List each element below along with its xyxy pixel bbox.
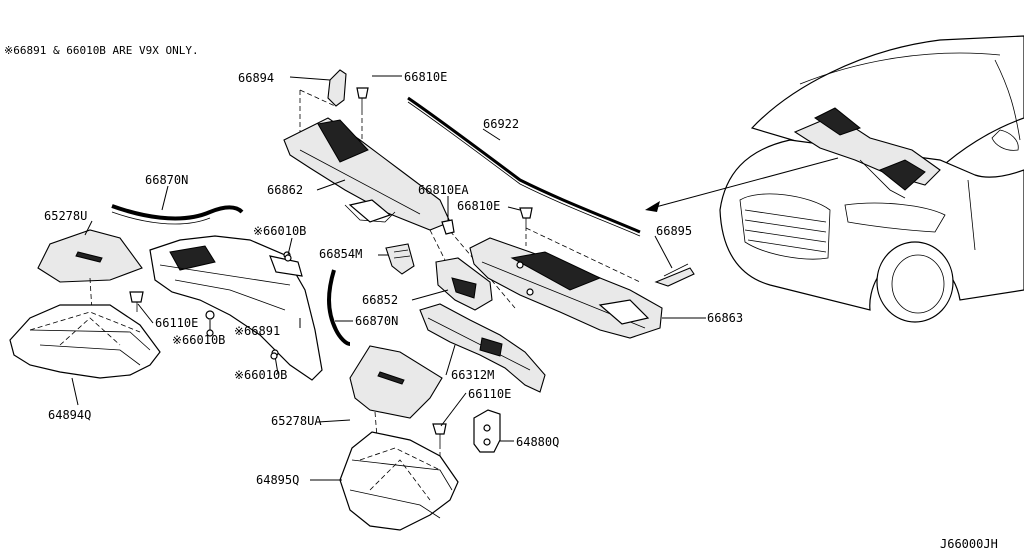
v9x-note: ※66891 & 66010B ARE V9X ONLY.	[4, 44, 199, 57]
part-66870n-lower-shape	[327, 269, 351, 346]
label-64894q: 64894Q	[48, 408, 91, 422]
part-66852-shape	[435, 257, 493, 311]
label-66863: 66863	[707, 311, 743, 325]
label-65278u: 65278U	[44, 209, 87, 223]
label-66010b-upper: ※66010B	[253, 224, 306, 238]
label-66010b-lower: ※66010B	[234, 368, 287, 382]
leader-lines	[71, 75, 706, 481]
part-64895q-shape	[339, 431, 459, 531]
label-66891: ※66891	[234, 324, 280, 338]
label-66110e-right: 66110E	[468, 387, 511, 401]
part-66895-shape	[654, 263, 695, 287]
part-65278u-shape	[37, 229, 143, 313]
label-66870n-lower: 66870N	[355, 314, 398, 328]
label-66110e-left: 66110E	[155, 316, 198, 330]
clip-66810ea	[429, 219, 455, 261]
vehicle-illustration	[719, 35, 1024, 323]
location-arrow	[645, 157, 839, 212]
part-66854m-shape	[385, 243, 415, 275]
label-66854m: 66854M	[319, 247, 362, 261]
clip-66810e-right	[519, 207, 641, 283]
part-66312m-shape	[419, 303, 546, 393]
part-66894-shape	[299, 69, 347, 136]
label-66810e-right: 66810E	[457, 199, 500, 213]
label-66852: 66852	[362, 293, 398, 307]
part-labels: 66894 66810E 66922 66870N 65278U 66862 ※…	[44, 70, 743, 487]
label-66895: 66895	[656, 224, 692, 238]
fasteners-66010b	[206, 254, 292, 360]
label-64880q: 64880Q	[516, 435, 559, 449]
clip-66110e-left	[129, 291, 144, 312]
label-66010b-middle: ※66010B	[172, 333, 225, 347]
part-65278ua-shape	[349, 345, 443, 451]
label-64895q: 64895Q	[256, 473, 299, 487]
label-65278ua: 65278UA	[271, 414, 322, 428]
part-66863-shape	[469, 237, 663, 339]
part-66891-shape	[149, 235, 323, 381]
part-66922-shape	[407, 96, 641, 309]
label-66810ea: 66810EA	[418, 183, 469, 197]
label-66870n-upper: 66870N	[145, 173, 188, 187]
part-66870n-upper-shape	[111, 204, 244, 225]
diagram-code: J66000JH	[940, 537, 998, 551]
label-66312m: 66312M	[451, 368, 494, 382]
label-66894: 66894	[238, 71, 274, 85]
part-66862-shape	[283, 117, 451, 231]
label-66922: 66922	[483, 117, 519, 131]
part-64880q-shape	[473, 409, 501, 453]
part-64894q-shape	[9, 304, 161, 379]
label-66862: 66862	[267, 183, 303, 197]
label-66810e-top: 66810E	[404, 70, 447, 84]
